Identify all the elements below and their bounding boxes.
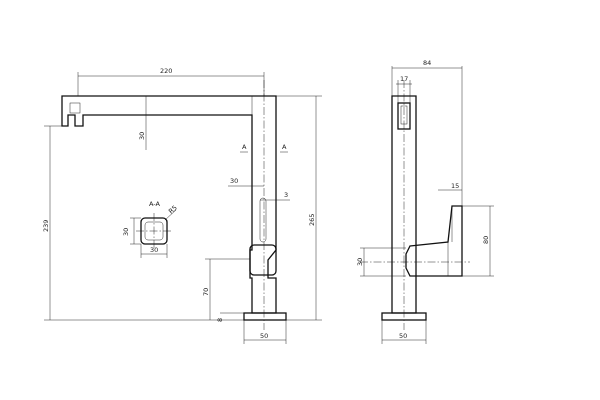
dim-side-width: 84 [423, 59, 431, 67]
faucet-front-outline [61, 95, 277, 314]
dim-lever-height: 30 [356, 258, 364, 266]
dim-total-height: 265 [308, 214, 316, 226]
handle-front [249, 244, 277, 276]
dim-section-height: 30 [122, 228, 130, 236]
dim-overall-width: 220 [160, 67, 172, 75]
side-view: 84 17 15 80 30 50 [356, 59, 494, 344]
dim-slot-width: 3 [284, 191, 288, 199]
lever-slot [259, 197, 267, 243]
dim-base-width-side: 50 [399, 332, 407, 340]
dim-section-radius: R5 [167, 204, 179, 216]
dim-base-thickness: 8 [216, 318, 224, 322]
base-plate-front [243, 312, 287, 321]
section-mark-left: A [242, 143, 247, 151]
section-title: A-A [149, 200, 161, 208]
dim-base-height: 70 [202, 288, 210, 296]
dim-spout-height: 30 [138, 132, 146, 140]
dim-base-width-front: 50 [260, 332, 268, 340]
section-view: A-A 30 30 R5 [122, 200, 179, 258]
section-mark-right: A [282, 143, 287, 151]
dim-handle-thickness: 15 [451, 182, 459, 190]
dim-section-width: 30 [150, 246, 158, 254]
dim-outlet-height: 239 [42, 220, 50, 232]
front-view: A A 220 30 265 239 30 3 70 8 [42, 67, 322, 344]
dim-handle-height: 80 [482, 236, 490, 244]
dim-handle-offset: 30 [230, 177, 238, 185]
outlet-square [69, 102, 81, 114]
dim-side-top: 17 [400, 75, 408, 83]
handle-side [405, 205, 463, 277]
